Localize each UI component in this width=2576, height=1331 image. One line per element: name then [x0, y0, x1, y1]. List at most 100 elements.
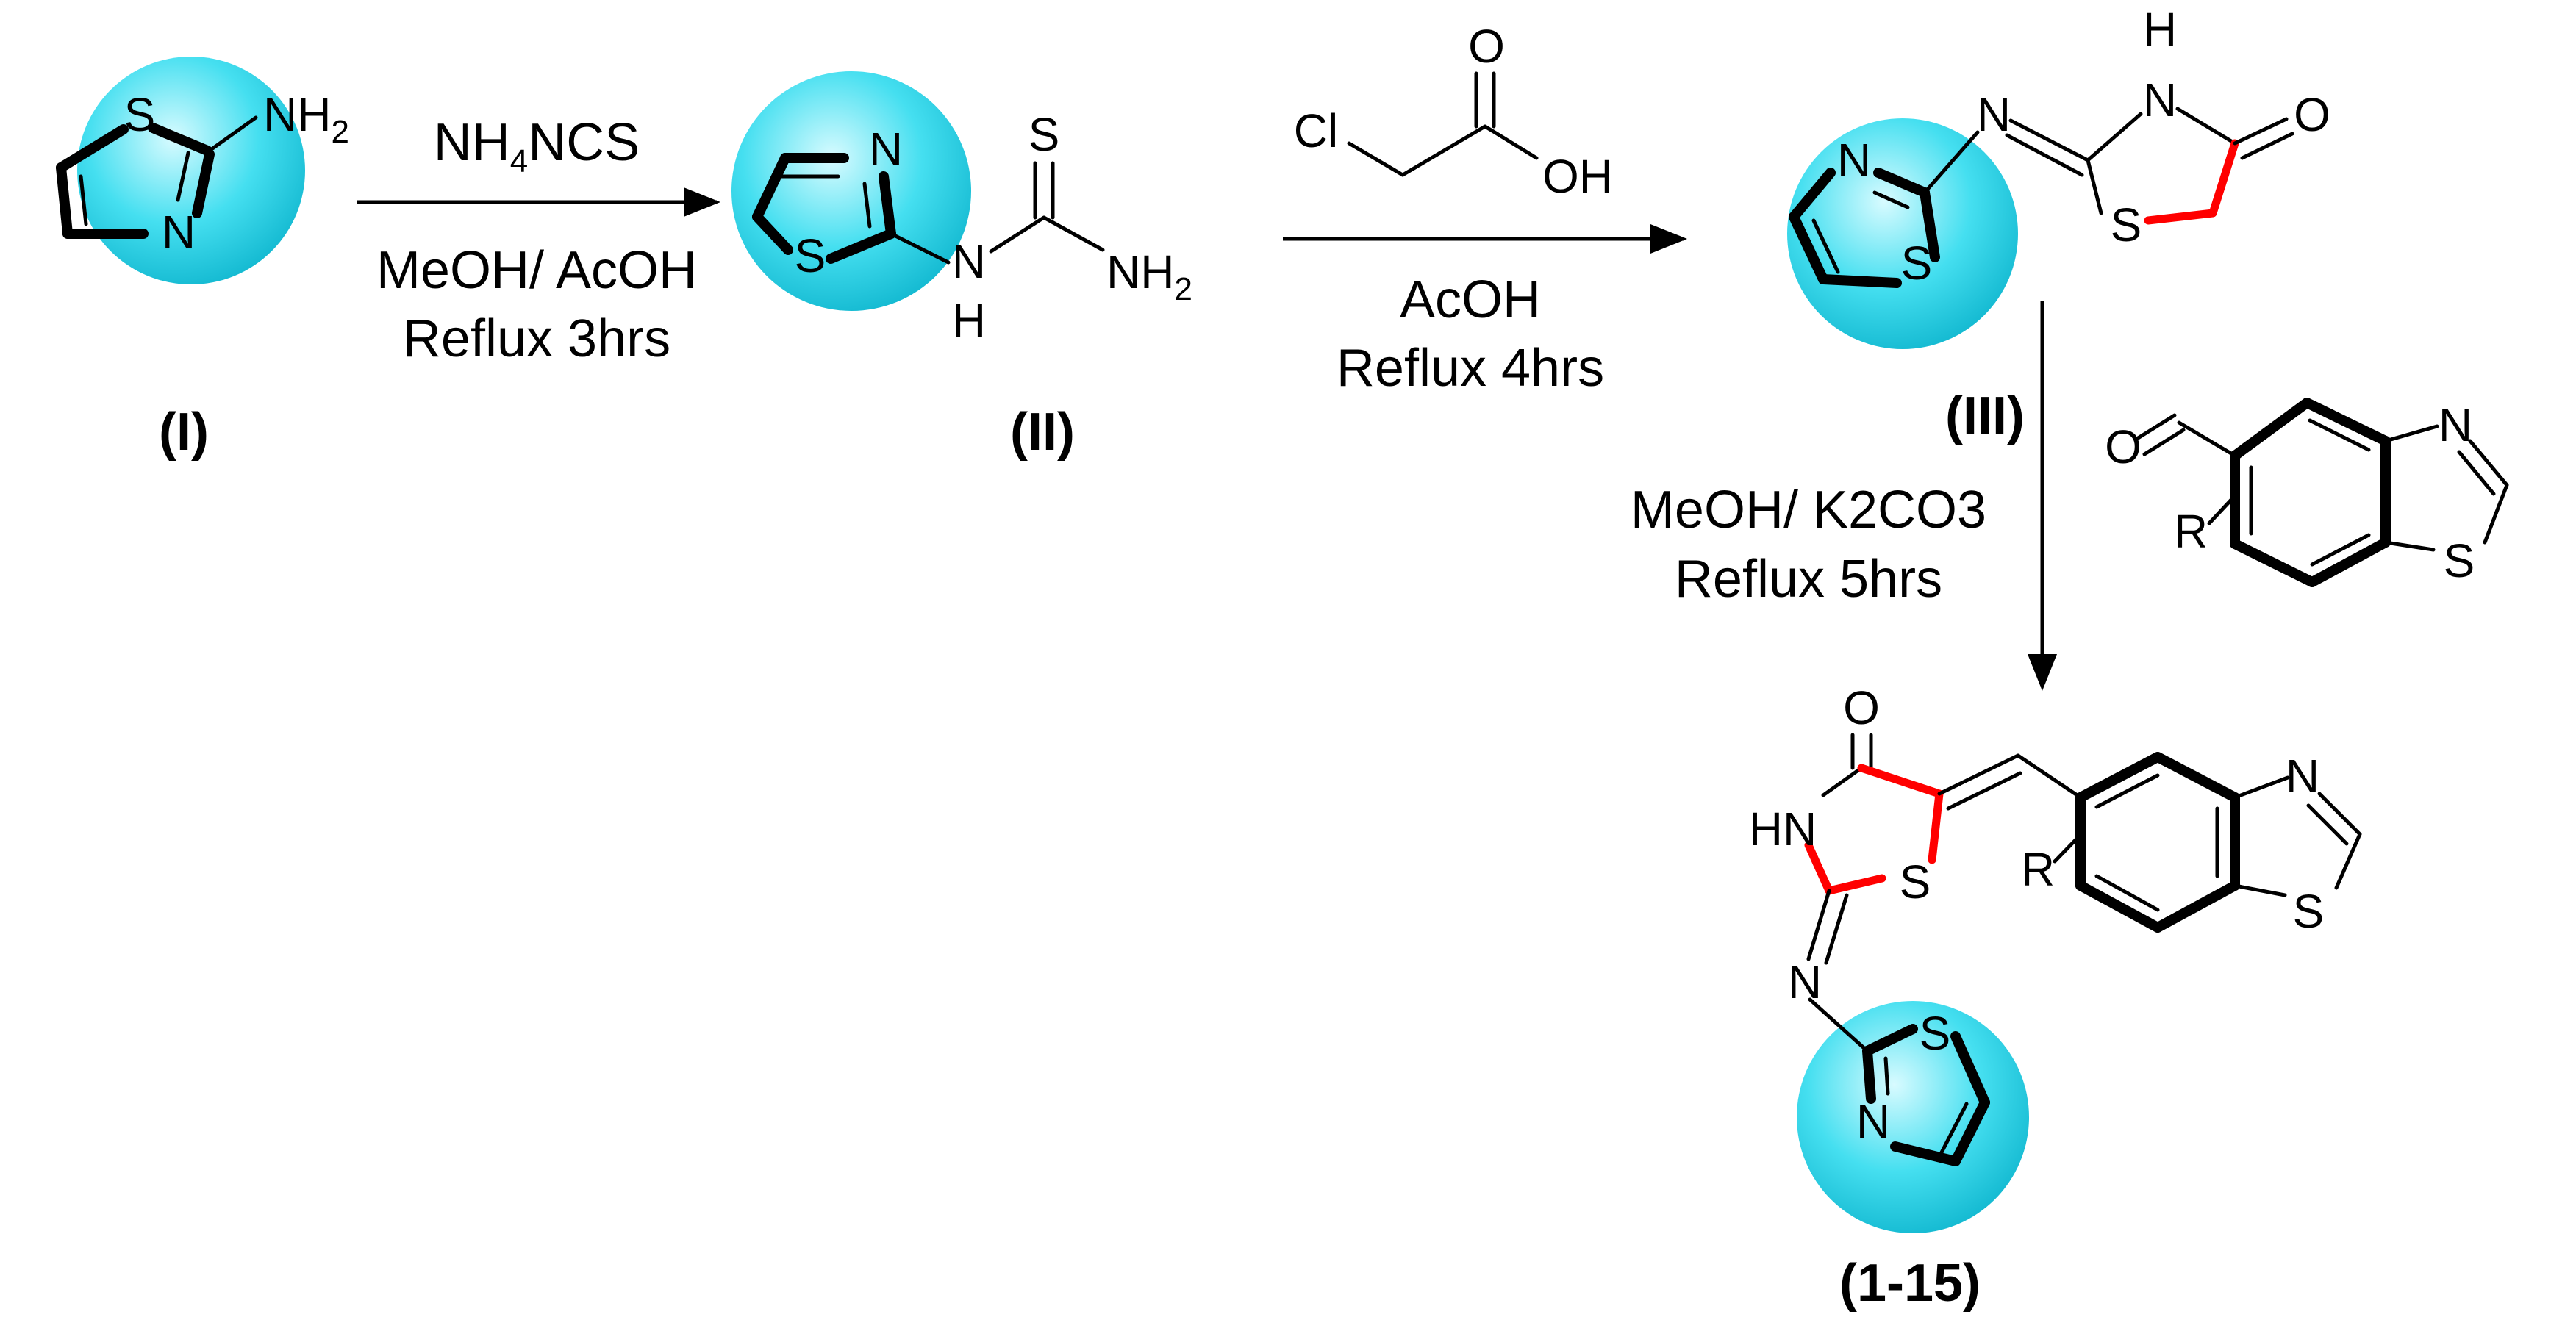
bond [1922, 130, 1980, 195]
step-3: MeOH/ K2CO3 Reflux 5hrs [1631, 301, 2057, 691]
bond [2094, 773, 2160, 809]
new-bond [1825, 874, 1886, 895]
carbonyl-oxygen-atom: O [1843, 681, 1880, 734]
highlight-sphere [1787, 118, 2018, 349]
bond [1818, 274, 1902, 288]
bond [989, 215, 1046, 254]
bond [889, 232, 951, 265]
imine-nitrogen-atom: N [1977, 88, 2011, 141]
highlight-sphere [77, 57, 305, 284]
bond [826, 229, 896, 264]
bond [2233, 117, 2289, 146]
highlight-sphere [1797, 1001, 2029, 1233]
bond [56, 162, 73, 239]
bond [879, 171, 896, 239]
bond [2086, 112, 2143, 162]
condition-label: Reflux 3hrs [403, 309, 670, 368]
bond [2334, 832, 2362, 890]
sulfur-atom: S [124, 88, 156, 141]
bond [1808, 997, 1870, 1053]
bond [1862, 1024, 1918, 1056]
thiazole-nitrogen-atom: N [1837, 134, 1871, 187]
bond [752, 212, 793, 255]
chlorine-atom: Cl [1294, 104, 1338, 157]
bond [2457, 450, 2496, 496]
bond [2153, 880, 2240, 933]
bond [1872, 190, 1910, 209]
bond [1789, 168, 1836, 222]
r-substituent: R [2174, 505, 2208, 558]
bond [1821, 766, 1864, 797]
r-substituent: R [2021, 843, 2055, 896]
bond [176, 151, 190, 202]
bond [2207, 498, 2233, 525]
bond [1873, 168, 1930, 198]
bond [1042, 215, 1105, 252]
bond [1890, 1141, 1961, 1166]
hydroxyl-group: OH [1542, 150, 1613, 203]
bond [207, 115, 258, 153]
bond [2153, 752, 2240, 803]
new-bond [2144, 209, 2217, 225]
benzothiazole-nitrogen-atom: N [2286, 750, 2319, 803]
ring-nh-group: HN [1749, 803, 1817, 855]
ring-sulfur-atom: S [1900, 855, 1931, 908]
bond [2307, 537, 2391, 587]
bond [148, 123, 212, 156]
bond [2310, 533, 2371, 567]
bond [1811, 218, 1840, 274]
bond [2383, 540, 2436, 552]
thiazole-sulfur-atom: S [1901, 237, 1933, 290]
bond [2177, 420, 2237, 458]
bond [56, 124, 129, 173]
bond [1806, 889, 1831, 961]
benzothiazole-sulfur-atom: S [2293, 885, 2325, 938]
step-2: AcOH Reflux 4hrs [1283, 224, 1687, 398]
bond [2233, 775, 2290, 800]
thiazole-sulfur-atom: S [1920, 1007, 1951, 1060]
bond [2053, 836, 2080, 864]
bond [862, 182, 872, 229]
bond [1939, 1102, 1969, 1156]
nitrogen-atom: N [2439, 398, 2472, 451]
solvent-label: MeOH/ AcOH [376, 241, 697, 300]
bond [2016, 753, 2083, 800]
bond [2008, 118, 2090, 162]
bond [1937, 753, 2020, 796]
nitrogen-atom: N [162, 206, 196, 259]
bond [2086, 158, 2103, 215]
bond [1920, 187, 1940, 262]
bond [2005, 133, 2084, 177]
bond [1347, 141, 1405, 177]
bond [2306, 803, 2349, 846]
bond [1824, 893, 1849, 965]
bond [1400, 124, 1487, 177]
bond [2233, 883, 2287, 897]
condition-label: Reflux 5hrs [1675, 550, 1942, 609]
bond [2094, 874, 2160, 912]
condition-label: Reflux 4hrs [1337, 339, 1604, 398]
bond [2230, 398, 2312, 461]
chloroacetic-acid: Cl O OH [1294, 20, 1613, 203]
oxygen-atom: O [1468, 20, 1505, 73]
ring-nitrogen-atom: N [2143, 73, 2177, 126]
hydrogen-atom: H [952, 294, 986, 347]
new-bond [1928, 789, 1944, 864]
thione-sulfur-atom: S [1028, 108, 1060, 161]
bond [2468, 439, 2509, 487]
bond [1950, 1031, 1990, 1108]
product: O HN S N N R S S N (1-15) [1749, 681, 2362, 1313]
bond [79, 174, 88, 226]
compound-3: N H N O S N S (III) [1787, 3, 2330, 445]
new-bond [1804, 841, 1833, 895]
bond [1862, 1046, 1876, 1104]
bond [1883, 1056, 1890, 1096]
benzothiazole-aldehyde: O N R S [2105, 398, 2509, 587]
reagent-label: NH4NCS [434, 113, 640, 179]
bond [2075, 880, 2163, 933]
compound-label: (II) [1010, 403, 1075, 462]
compound-2: N S N H S NH2 (II) [731, 71, 1192, 462]
nitrogen-atom: N [952, 235, 986, 288]
bond [2302, 398, 2391, 446]
solvent-label: AcOH [1400, 270, 1541, 329]
